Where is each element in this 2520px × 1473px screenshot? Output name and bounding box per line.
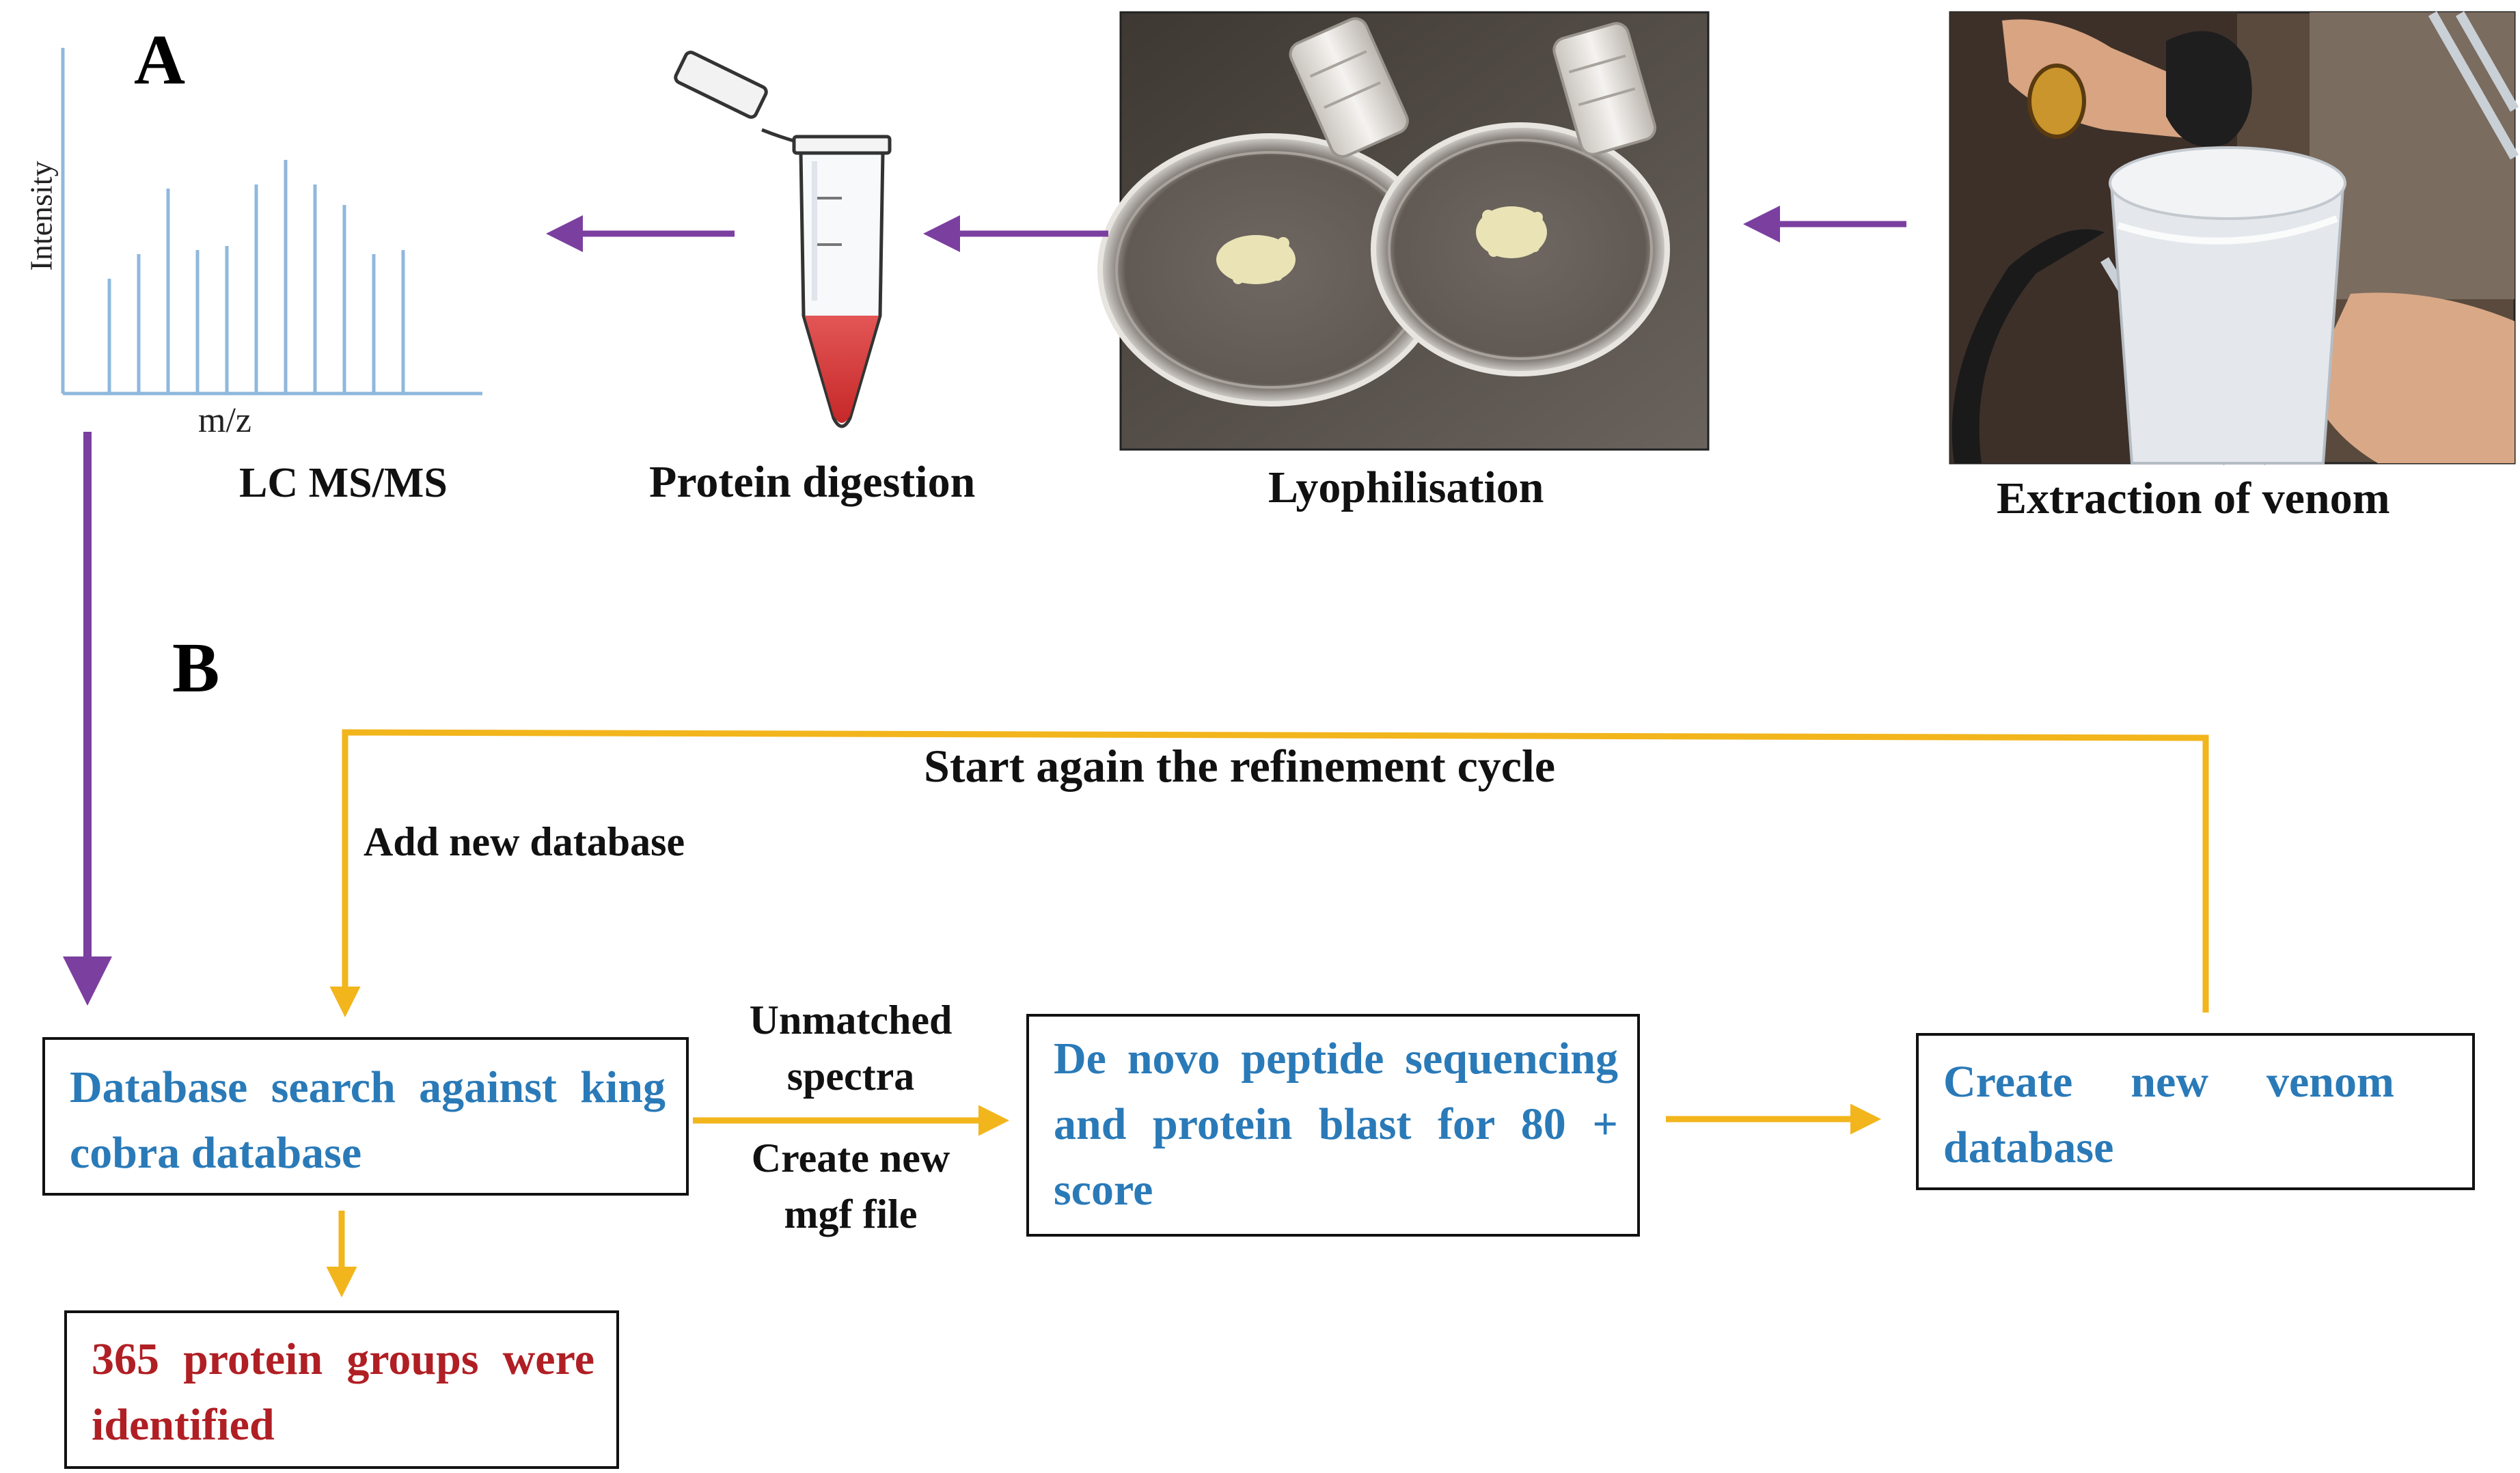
caption-lcms: LC MS/MS (239, 460, 448, 506)
microtube-illustration (674, 51, 892, 428)
snake-body (1951, 229, 2105, 463)
add-new-database-label: Add new database (364, 819, 685, 864)
ms-spectrum (61, 48, 482, 396)
database-search-box: Database search against king cobra datab… (42, 1037, 689, 1196)
result-box: 365 protein groups were identified (64, 1310, 619, 1469)
caption-lyophilisation: Lyophilisation (1268, 463, 1544, 512)
spectrum-peaks (107, 160, 405, 394)
new-venom-db-text: Create new venom database (1943, 1057, 2394, 1172)
de-novo-text: De novo peptide sequencing and protein b… (1054, 1034, 1618, 1215)
cup-membrane (2109, 146, 2346, 220)
spectrum-y-axis-label: Intensity (23, 161, 59, 271)
create-mgf-label: Create new mgf file (751, 1135, 950, 1237)
unmatched-spectra-label: Unmatched spectra (749, 997, 953, 1099)
hand-lower (2310, 292, 2515, 463)
tube-sample (805, 316, 879, 423)
venom-powder (1216, 206, 1547, 284)
vial-right (1552, 22, 1657, 156)
caption-extraction: Extraction of venom (1997, 473, 2390, 523)
extraction-photo (1949, 11, 2519, 466)
panel-b-letter: B (172, 629, 220, 707)
panel-a-letter: A (134, 20, 186, 99)
snake-head (2166, 31, 2252, 147)
caption-protein-digestion: Protein digestion (649, 457, 976, 507)
lyophilisation-photo (1097, 11, 1710, 451)
refinement-cycle-loop (329, 729, 2209, 1017)
refinement-cycle-label: Start again the refinement cycle (924, 740, 1556, 792)
tube-lid (674, 51, 768, 119)
ring (2027, 64, 2086, 139)
result-text: 365 protein groups were identified (92, 1334, 594, 1450)
de-novo-box: De novo peptide sequencing and protein b… (1026, 1014, 1640, 1237)
tube-rim (792, 135, 892, 155)
database-search-text: Database search against king cobra datab… (70, 1062, 666, 1178)
new-venom-db-box: Create new venom database (1916, 1033, 2475, 1190)
spectrum-x-axis-label: m/z (198, 401, 251, 440)
vial-left (1289, 17, 1409, 159)
